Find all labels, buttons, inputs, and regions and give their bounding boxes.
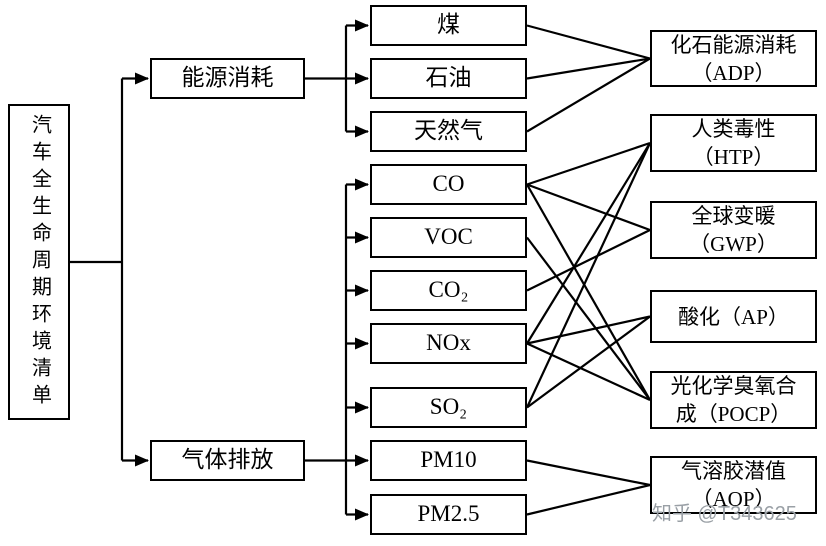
node-energy-consumption: 能源消耗 [150,58,305,99]
node-natural-gas: 天然气 [370,111,527,152]
node-ap-acidification: 酸化（AP） [650,290,817,343]
node-gwp-global-warming: 全球变暖 （GWP） [650,201,817,259]
node-coal: 煤 [370,5,527,46]
node-pocp-photochemical: 光化学臭氧合 成（POCP） [650,371,817,429]
node-pm10: PM10 [370,440,527,481]
node-co: CO [370,164,527,205]
node-adp-fossil-energy: 化石能源消耗 （ADP） [650,30,817,87]
watermark: 知乎 @T343625 [652,503,797,525]
node-aop-aerosol: 气溶胶潜值 （AOP） [650,456,817,514]
node-voc: VOC [370,217,527,258]
node-oil: 石油 [370,58,527,99]
node-so2: SO₂ [370,387,527,428]
node-nox: NOx [370,323,527,364]
node-pm25: PM2.5 [370,494,527,535]
node-gas-emission: 气体排放 [150,440,305,481]
node-root-inventory: 汽车全生命周期环境清单 [8,104,70,420]
node-htp-human-toxicity: 人类毒性 （HTP） [650,114,817,172]
node-co2: CO₂ [370,270,527,311]
